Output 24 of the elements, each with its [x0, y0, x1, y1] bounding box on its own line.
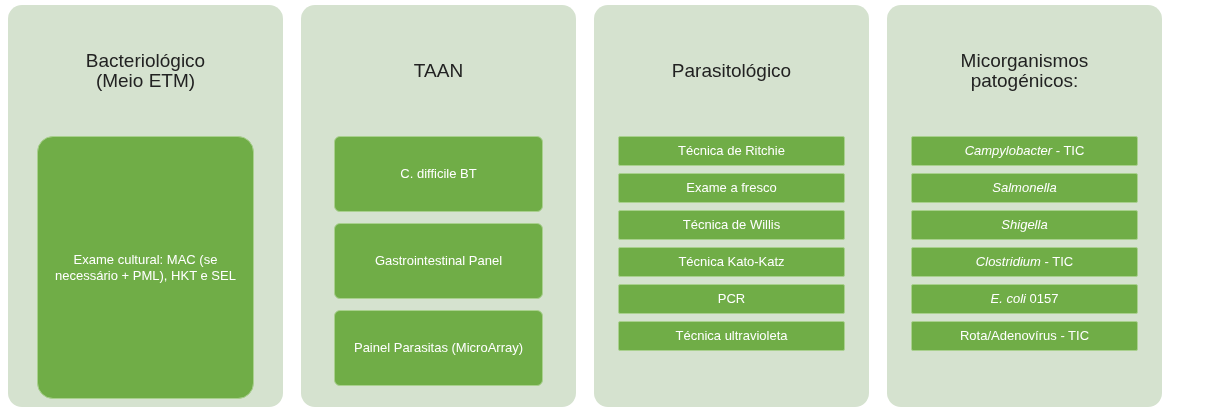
- item-box: C. difficile BT: [334, 136, 543, 212]
- item-box: Campylobacter - TIC: [911, 136, 1138, 166]
- item-box: Técnica Kato-Katz: [618, 247, 845, 277]
- item-box: E. coli 0157: [911, 284, 1138, 314]
- category-panel: [594, 5, 869, 407]
- item-box: Técnica de Willis: [618, 210, 845, 240]
- category-panel: [301, 5, 576, 407]
- category-panel: [8, 5, 283, 407]
- item-box: Técnica ultravioleta: [618, 321, 845, 351]
- item-box: Clostridium - TIC: [911, 247, 1138, 277]
- item-box: Painel Parasitas (MicroArray): [334, 310, 543, 386]
- item-box: Shigella: [911, 210, 1138, 240]
- panel-title: Micorganismos patogénicos:: [959, 50, 1090, 91]
- item-box: Exame a fresco: [618, 173, 845, 203]
- item-box: Exame cultural: MAC (se necessário + PML), HKT e SEL: [37, 136, 254, 399]
- item-box: Gastrointestinal Panel: [334, 223, 543, 299]
- category-panel: [887, 5, 1162, 407]
- item-box: PCR: [618, 284, 845, 314]
- item-box: Salmonella: [911, 173, 1138, 203]
- item-box: Rota/Adenovírus - TIC: [911, 321, 1138, 351]
- panel-title: Parasitológico: [670, 60, 793, 81]
- panel-title: Bacteriológico (Meio ETM): [84, 50, 207, 91]
- panel-title: TAAN: [412, 60, 465, 81]
- item-box: Técnica de Ritchie: [618, 136, 845, 166]
